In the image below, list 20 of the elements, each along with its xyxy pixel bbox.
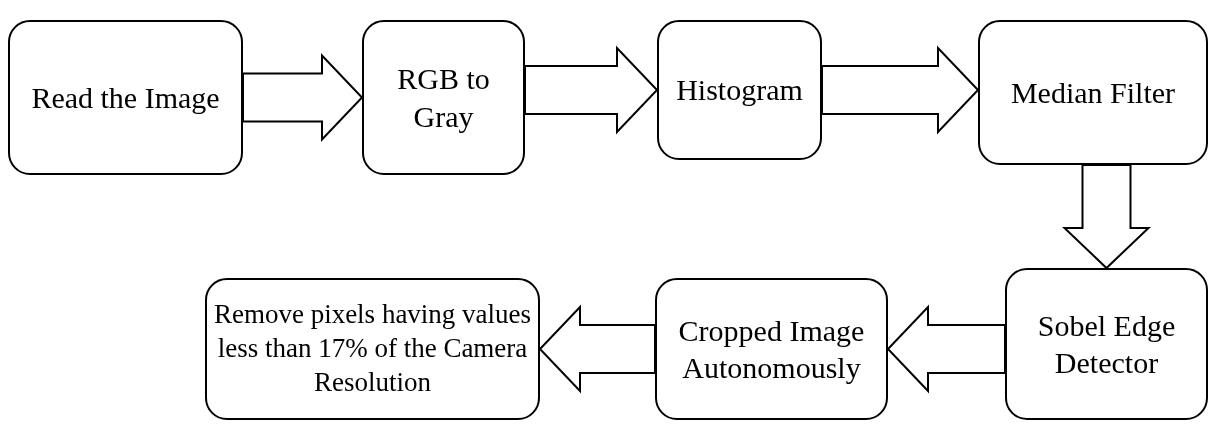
process-box bbox=[1005, 268, 1208, 420]
process-box bbox=[205, 278, 540, 420]
process-box bbox=[657, 20, 822, 160]
box-label: Median Filter bbox=[1010, 74, 1176, 111]
box-label: Read the Image bbox=[31, 79, 220, 116]
box-label: Sobel Edge Detector bbox=[1036, 307, 1177, 381]
box-label: RGB to Gray bbox=[396, 61, 491, 135]
block-arrow bbox=[242, 53, 364, 142]
block-arrow bbox=[886, 304, 1006, 394]
process-box bbox=[8, 20, 243, 175]
block-arrow bbox=[1062, 164, 1151, 270]
box-label: Cropped Image Autonomously bbox=[677, 312, 866, 386]
block-arrow bbox=[524, 45, 659, 135]
box-label: Remove pixels having values less than 17% of the Camera Resolution bbox=[212, 298, 533, 399]
process-box bbox=[655, 278, 888, 420]
box-label: Histogram bbox=[676, 72, 803, 109]
process-box bbox=[978, 20, 1208, 165]
block-arrow bbox=[821, 45, 980, 135]
block-arrow bbox=[538, 304, 656, 394]
process-box bbox=[362, 20, 525, 175]
